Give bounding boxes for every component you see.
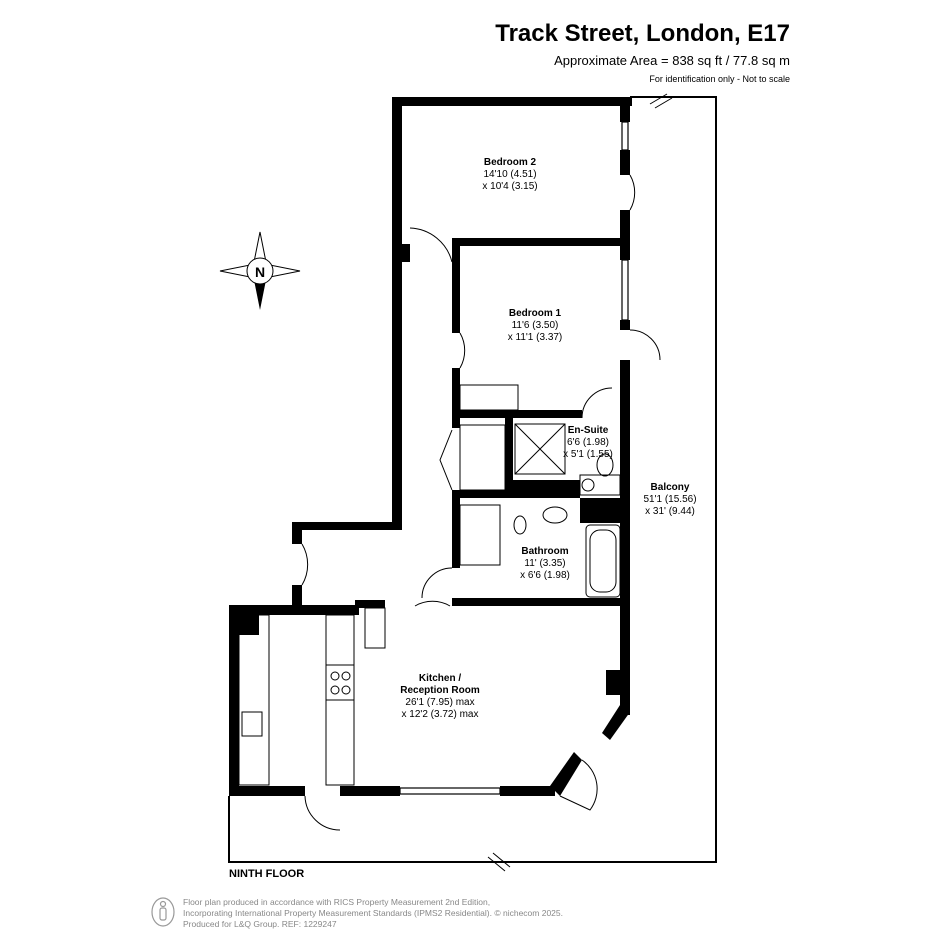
- info-icon: [151, 897, 175, 927]
- door-swings: [301, 174, 661, 831]
- property-title: Track Street, London, E17: [495, 20, 790, 47]
- footer-line: Floor plan produced in accordance with R…: [183, 897, 491, 907]
- compass-rose-icon: [219, 231, 301, 310]
- balcony-break-marks: [487, 93, 673, 872]
- footer-line: Produced for L&Q Group. REF: 1229247: [183, 919, 337, 929]
- windows: [399, 121, 629, 795]
- footer-notes: Floor plan produced in accordance with R…: [183, 897, 563, 930]
- walls: [229, 97, 632, 796]
- fixtures: [238, 384, 621, 786]
- balcony-outline: [228, 96, 717, 863]
- compass-label: N: [255, 264, 265, 280]
- floor-label: NINTH FLOOR: [229, 868, 305, 880]
- disclaimer: For identification only - Not to scale: [649, 74, 790, 84]
- footer-line: Incorporating International Property Mea…: [183, 908, 563, 918]
- approximate-area: Approximate Area = 838 sq ft / 77.8 sq m: [554, 53, 790, 68]
